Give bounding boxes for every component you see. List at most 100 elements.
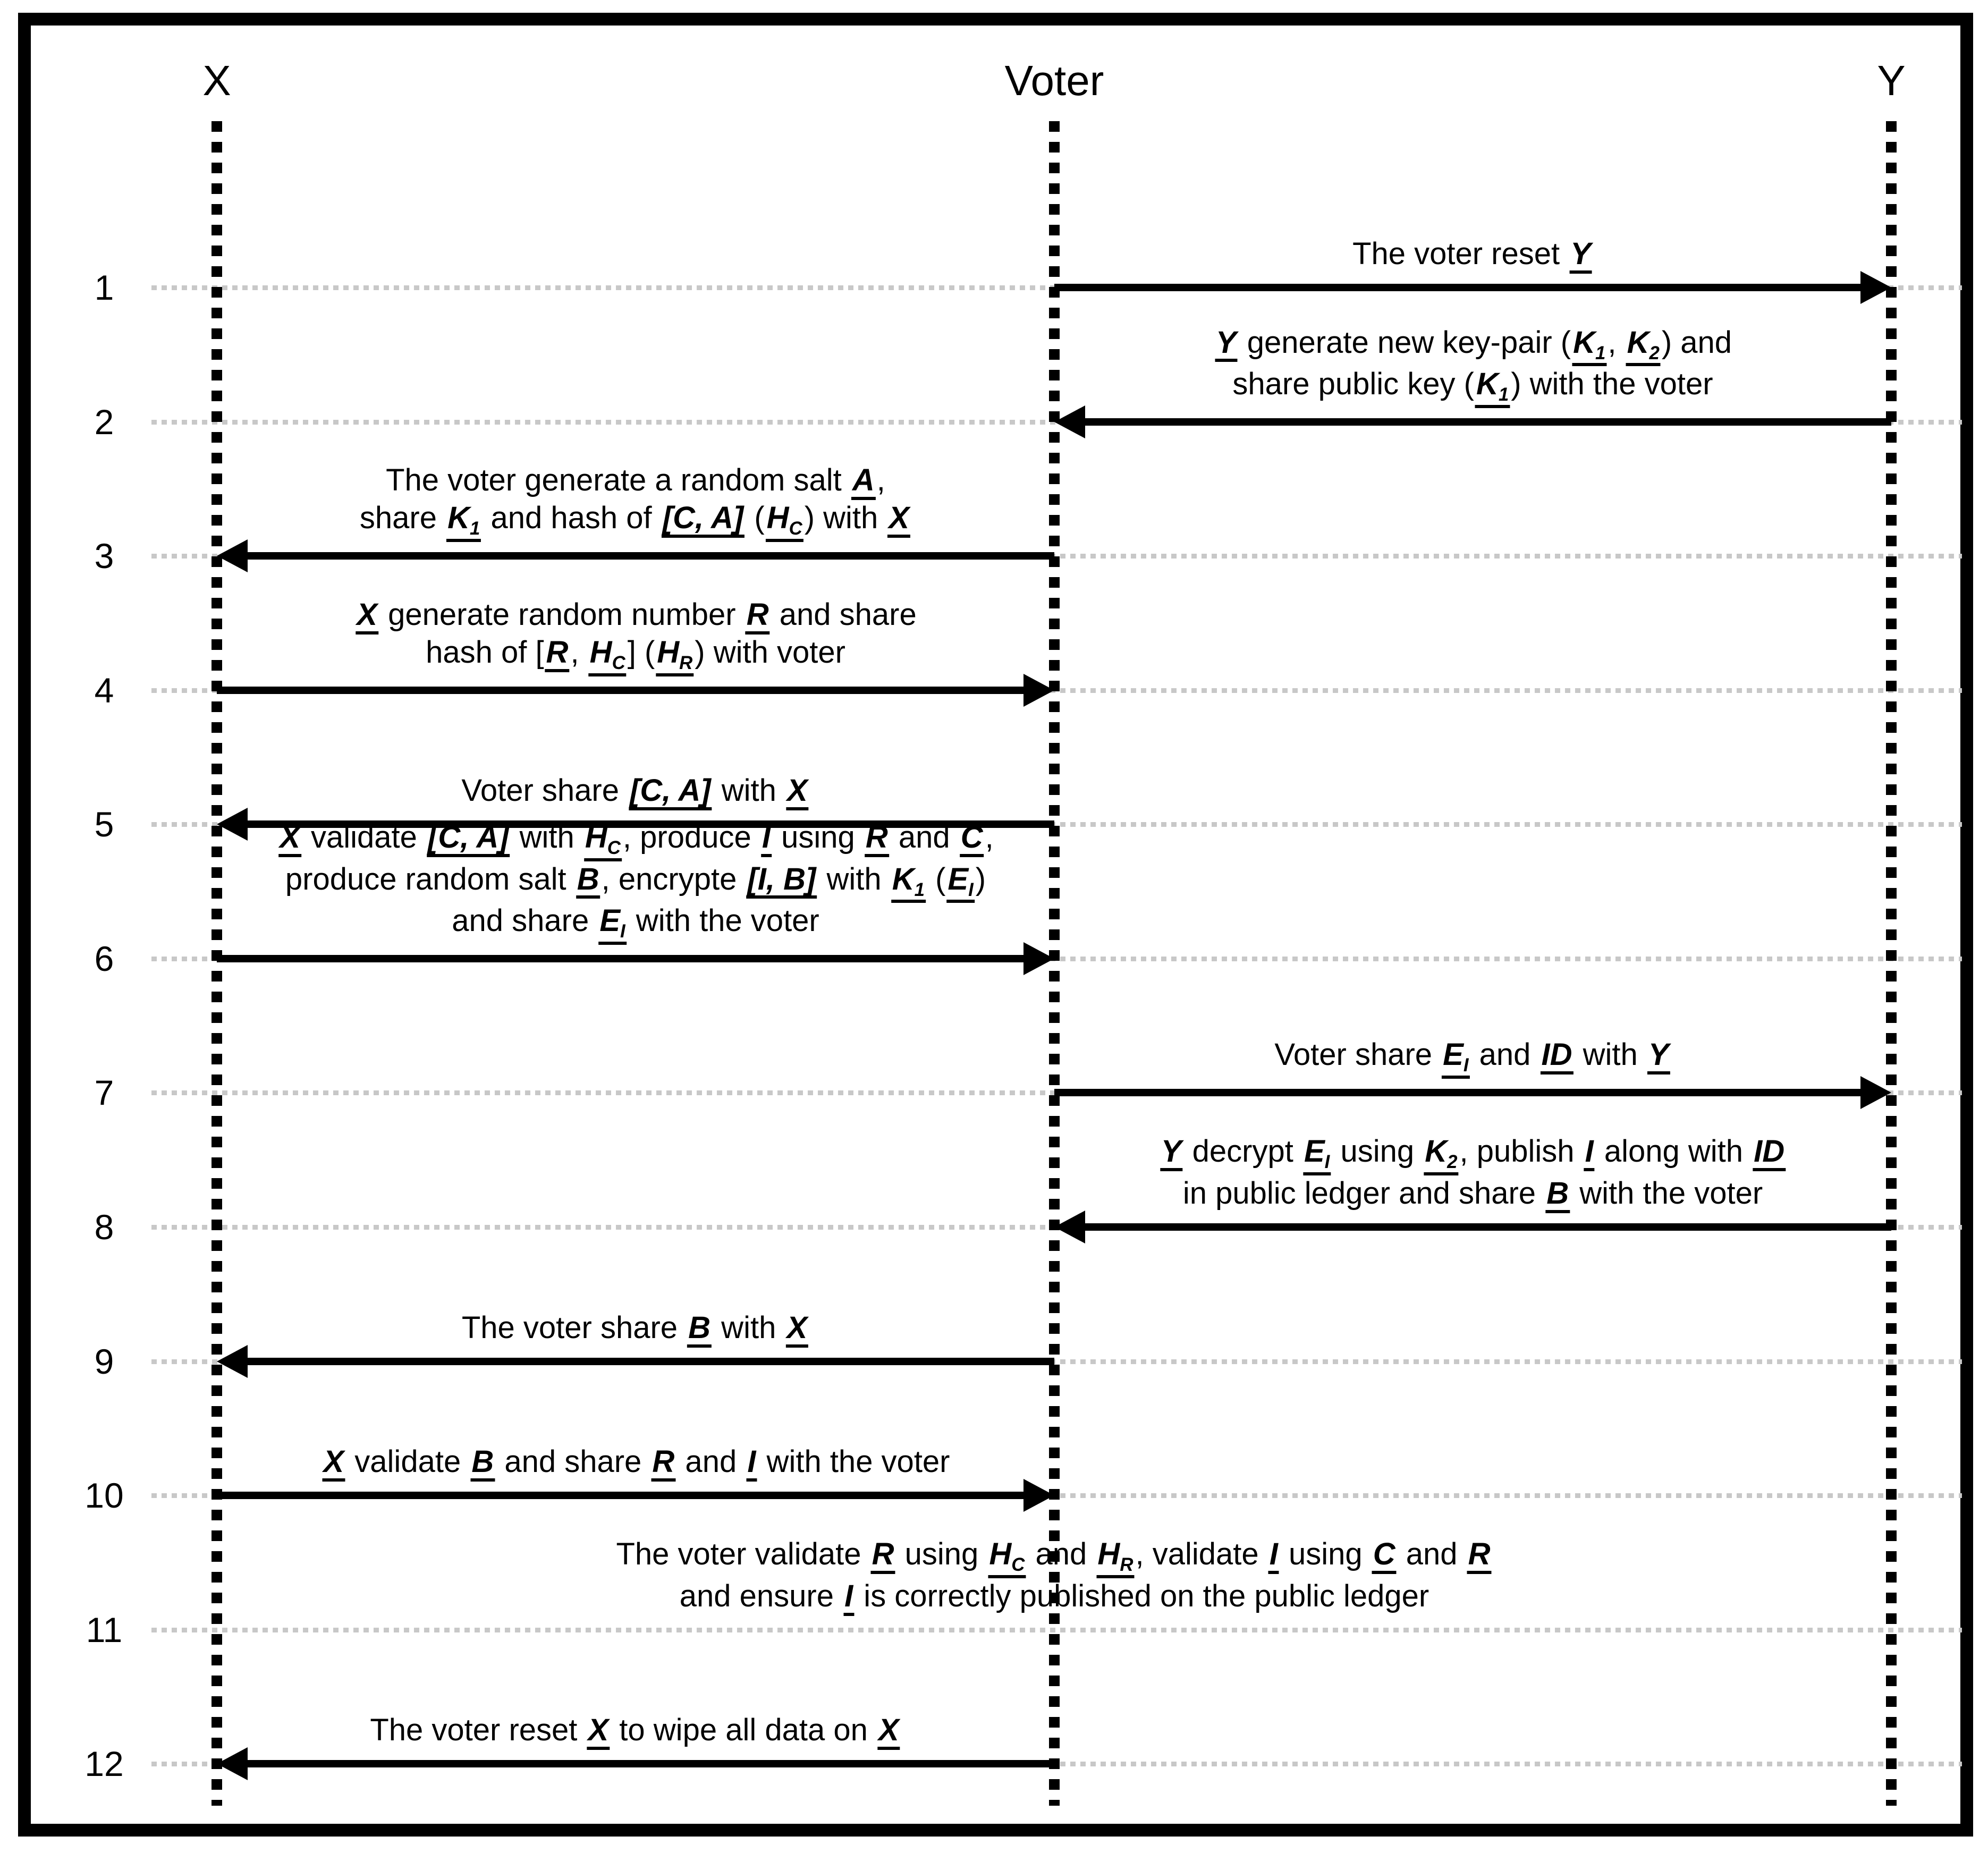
message-line: The voter generate a random salt A, bbox=[360, 462, 911, 501]
variable: EI bbox=[598, 903, 627, 945]
variable-text: R bbox=[865, 819, 888, 854]
message-text: validate bbox=[302, 819, 426, 854]
message-label: The voter share B with X bbox=[462, 1310, 809, 1348]
message-text: and bbox=[676, 1444, 746, 1479]
variable-text: C bbox=[960, 819, 983, 854]
message-text: in public ledger and share bbox=[1182, 1176, 1545, 1211]
variable: [C, A] bbox=[629, 774, 712, 810]
message-text: The voter validate bbox=[616, 1537, 870, 1572]
variable: Y bbox=[1160, 1134, 1183, 1172]
variable-text: X bbox=[786, 773, 808, 808]
message-text: validate bbox=[346, 1444, 470, 1479]
variable: HR bbox=[1096, 1538, 1135, 1579]
variable-text: Y bbox=[1215, 325, 1237, 360]
message-line: The voter share B with X bbox=[462, 1310, 809, 1348]
message-text: and bbox=[1470, 1037, 1539, 1072]
variable: HC bbox=[988, 1538, 1026, 1579]
variable-text: R bbox=[1468, 1537, 1491, 1572]
lifeline-label-voter: Voter bbox=[1004, 57, 1104, 104]
message-line: Y decrypt EI using K2, publish I along w… bbox=[1159, 1133, 1787, 1176]
variable-text: E bbox=[1443, 1037, 1463, 1072]
message-text: The voter reset bbox=[1352, 236, 1569, 272]
variable-text: [I, B] bbox=[747, 861, 816, 896]
message-line: The voter validate R using HC and HR, va… bbox=[616, 1536, 1492, 1579]
message-arrow bbox=[1085, 1223, 1891, 1231]
message-text: using bbox=[773, 819, 864, 854]
message-text: with bbox=[713, 773, 785, 808]
message-text: , produce bbox=[622, 819, 760, 854]
message-text: with bbox=[818, 861, 890, 896]
lifeline-y bbox=[1886, 121, 1897, 1806]
lifeline-label-y: Y bbox=[1877, 57, 1906, 104]
message-line: and share EI with the voter bbox=[277, 903, 994, 945]
lifeline-label-x: X bbox=[202, 57, 231, 104]
variable-text: Y bbox=[1570, 236, 1591, 272]
message-arrow bbox=[217, 687, 1023, 694]
message-line: produce random salt B, encrypte [I, B] w… bbox=[277, 861, 994, 903]
message-text: decrypt bbox=[1183, 1134, 1302, 1169]
message-text: to wipe all data on bbox=[611, 1713, 876, 1748]
variable-subscript: 1 bbox=[914, 879, 925, 900]
message-label: Voter share EI and ID with Y bbox=[1274, 1037, 1671, 1079]
variable-text: H bbox=[585, 819, 607, 854]
message-arrow bbox=[217, 1492, 1023, 1499]
message-text: with the voter bbox=[1571, 1176, 1763, 1211]
variable-text: R bbox=[546, 635, 569, 670]
note-label: The voter validate R using HC and HR, va… bbox=[616, 1536, 1492, 1616]
variable-text: X bbox=[357, 597, 377, 632]
variable-text: X bbox=[786, 1310, 808, 1346]
variable-text: B bbox=[577, 861, 599, 896]
variable: X bbox=[278, 821, 301, 857]
variable: HR bbox=[656, 636, 694, 676]
message-label: The voter reset Y bbox=[1352, 236, 1593, 274]
message-text: and ensure bbox=[679, 1579, 843, 1614]
message-text: and share bbox=[771, 597, 917, 632]
variable-text: R bbox=[652, 1444, 675, 1479]
variable: Y bbox=[1569, 238, 1592, 274]
message-arrow bbox=[1054, 284, 1860, 291]
message-text: ) bbox=[975, 861, 986, 896]
variable-text: E bbox=[599, 903, 621, 938]
variable-text: E bbox=[1304, 1134, 1325, 1169]
variable: K2 bbox=[1626, 326, 1661, 367]
message-text: , bbox=[876, 463, 885, 498]
message-label: Y decrypt EI using K2, publish I along w… bbox=[1159, 1133, 1787, 1213]
variable-text: Y bbox=[1648, 1037, 1669, 1072]
message-text: ) with voter bbox=[695, 635, 845, 670]
variable: R bbox=[1467, 1537, 1492, 1575]
variable-subscript: C bbox=[1011, 1554, 1025, 1576]
message-label: The voter reset X to wipe all data on X bbox=[370, 1712, 901, 1750]
message-text: ) with bbox=[804, 501, 887, 536]
message-text: , encrypte bbox=[601, 861, 746, 896]
message-text: The voter reset bbox=[370, 1713, 586, 1748]
message-line: Voter share [C, A] with X bbox=[461, 773, 809, 810]
variable: X bbox=[785, 773, 809, 810]
message-arrow bbox=[248, 1760, 1054, 1767]
variable: R bbox=[870, 1538, 895, 1575]
message-text: using bbox=[896, 1537, 987, 1572]
message-text: generate random number bbox=[379, 597, 745, 632]
variable: EI bbox=[946, 863, 975, 903]
message-text: and bbox=[890, 819, 959, 854]
variable-text: X bbox=[588, 1713, 609, 1748]
message-arrow bbox=[217, 955, 1023, 962]
variable-text: [C, A] bbox=[428, 819, 509, 854]
arrowhead-right-icon bbox=[1860, 271, 1891, 304]
variable-subscript: 2 bbox=[1447, 1152, 1458, 1173]
variable: B bbox=[1545, 1177, 1570, 1213]
arrowhead-right-icon bbox=[1023, 1479, 1054, 1512]
variable-text: Y bbox=[1161, 1134, 1182, 1169]
message-text: produce random salt bbox=[285, 861, 575, 896]
message-arrow bbox=[248, 1358, 1054, 1365]
variable-subscript: R bbox=[679, 653, 693, 674]
message-text: ) with the voter bbox=[1511, 367, 1713, 402]
message-text: with bbox=[713, 1310, 785, 1346]
variable: X bbox=[587, 1714, 610, 1750]
message-text: , bbox=[1608, 325, 1625, 360]
variable-text: [C, A] bbox=[662, 501, 744, 536]
variable: HC bbox=[588, 636, 627, 676]
row-number: 9 bbox=[94, 1342, 114, 1381]
diagram-border bbox=[18, 13, 1973, 1837]
